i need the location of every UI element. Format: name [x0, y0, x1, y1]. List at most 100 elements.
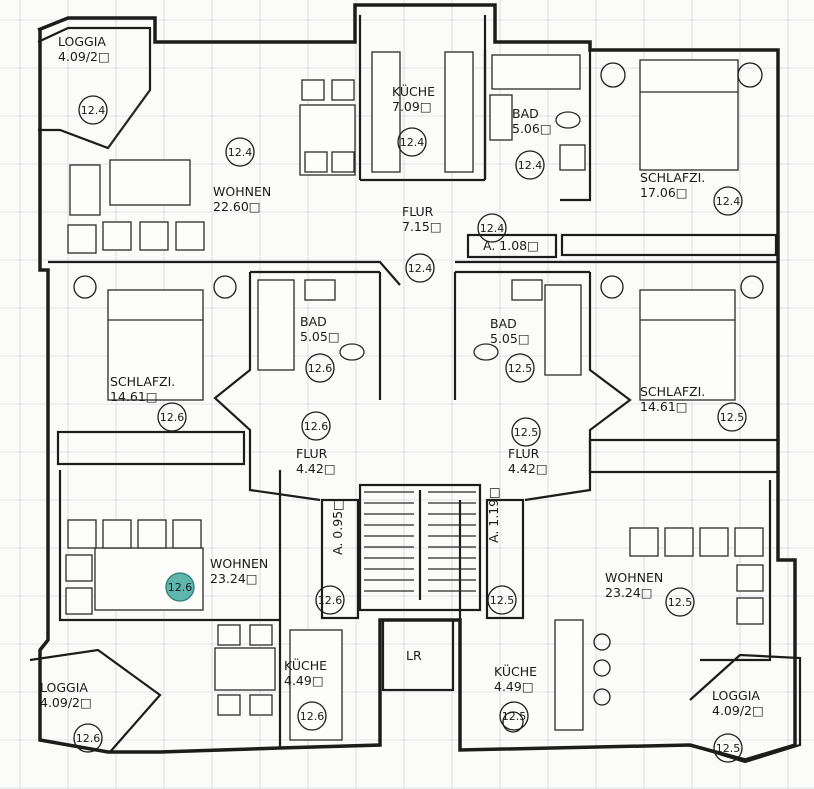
- room-name: KÜCHE: [392, 83, 435, 99]
- unit-number: 12.6: [76, 732, 101, 745]
- room-schlafzi-r: SCHLAFZI.14.61□ 12.5: [640, 384, 747, 432]
- room-area: 4.42□: [508, 461, 548, 476]
- unit-number: 12.5: [502, 710, 527, 723]
- room-area: 7.09□: [392, 99, 432, 114]
- room-area: 23.24□: [210, 571, 258, 586]
- room-area: 5.05□: [490, 331, 530, 346]
- lift-label: LR: [406, 648, 422, 663]
- unit-circle: [157, 402, 187, 432]
- room-name: KÜCHE: [494, 663, 537, 679]
- room-name: SCHLAFZI.: [640, 384, 705, 399]
- room-area: 5.06□: [512, 121, 552, 136]
- unit-circle: [713, 733, 743, 763]
- unit-number: 12.4: [408, 262, 433, 275]
- unit-number: 12.5: [508, 362, 533, 375]
- room-name: LOGGIA: [712, 688, 760, 703]
- unit-circle: [515, 150, 545, 180]
- room-name: LOGGIA: [58, 34, 106, 49]
- outer-walls: [37, 3, 797, 762]
- unit-circle: [78, 95, 108, 125]
- room-area: 4.42□: [296, 461, 336, 476]
- room-name: BAD: [300, 314, 327, 329]
- interior-walls: [48, 15, 780, 750]
- room-area: 14.61□: [640, 399, 688, 414]
- unit-number: 12.5: [716, 742, 741, 755]
- room-name: WOHNEN: [210, 556, 268, 571]
- room-area: 22.60□: [213, 199, 261, 214]
- room-abstell-l: A. 0.95□ 12.6: [315, 499, 345, 615]
- room-area: 17.06□: [640, 185, 688, 200]
- room-abstell-r: A. 1.19□ 12.5: [486, 487, 517, 615]
- unit-circle: [487, 585, 517, 615]
- room-schlafzi-tr: SCHLAFZI.17.06□ 12.4: [640, 170, 743, 216]
- unit-number: 12.5: [490, 594, 515, 607]
- room-name: FLUR: [508, 446, 540, 461]
- unit-number: 12.6: [168, 581, 193, 594]
- room-name: SCHLAFZI.: [110, 374, 175, 389]
- room-name: SCHLAFZI.: [640, 170, 705, 185]
- unit-number: 12.4: [400, 136, 425, 149]
- unit-number: 12.4: [716, 195, 741, 208]
- unit-number: 12.5: [514, 426, 539, 439]
- room-area: 5.05□: [300, 329, 340, 344]
- staircase: [364, 490, 476, 600]
- unit-circle: [165, 572, 195, 602]
- unit-circle: [73, 723, 103, 753]
- unit-number: 12.4: [81, 104, 106, 117]
- unit-number: 12.4: [518, 159, 543, 172]
- unit-number: 12.4: [480, 222, 505, 235]
- unit-number: 12.6: [308, 362, 333, 375]
- room-area: 4.09/2□: [712, 703, 764, 718]
- room-name: WOHNEN: [213, 184, 271, 199]
- room-area: 7.15□: [402, 219, 442, 234]
- unit-circle: [505, 353, 535, 383]
- unit-number: 12.6: [304, 420, 329, 433]
- unit-circle: [717, 402, 747, 432]
- unit-circle: [297, 701, 327, 731]
- unit-circle: [511, 417, 541, 447]
- unit-circle: [305, 353, 335, 383]
- unit-number: 12.4: [228, 146, 253, 159]
- room-abstell: A. 1.08□12.4: [477, 213, 539, 253]
- room-name: KÜCHE: [284, 657, 327, 673]
- room-name: BAD: [490, 316, 517, 331]
- unit-circle: [665, 587, 695, 617]
- unit-number: 12.5: [720, 411, 745, 424]
- room-area: A. 1.19□: [486, 487, 501, 543]
- furniture: [65, 51, 764, 741]
- room-area: A. 0.95□: [330, 499, 345, 555]
- room-name: FLUR: [402, 204, 434, 219]
- unit-number: 12.5: [668, 596, 693, 609]
- unit-circle: [713, 186, 743, 216]
- room-name: LOGGIA: [40, 680, 88, 695]
- room-name: FLUR: [296, 446, 328, 461]
- room-area: 4.49□: [494, 679, 534, 694]
- room-area: 4.09/2□: [40, 695, 92, 710]
- room-area: 4.09/2□: [58, 49, 110, 64]
- unit-number: 12.6: [318, 594, 343, 607]
- unit-circle: [477, 213, 507, 243]
- unit-number: 12.6: [160, 411, 185, 424]
- room-area: 14.61□: [110, 389, 158, 404]
- unit-circle: [397, 127, 427, 157]
- unit-circle: [301, 411, 331, 441]
- room-name: WOHNEN: [605, 570, 663, 585]
- room-area: 4.49□: [284, 673, 324, 688]
- room-schlafzi-l: SCHLAFZI.14.61□12.6: [110, 374, 187, 432]
- room-name: BAD: [512, 106, 539, 121]
- unit-number: 12.6: [300, 710, 325, 723]
